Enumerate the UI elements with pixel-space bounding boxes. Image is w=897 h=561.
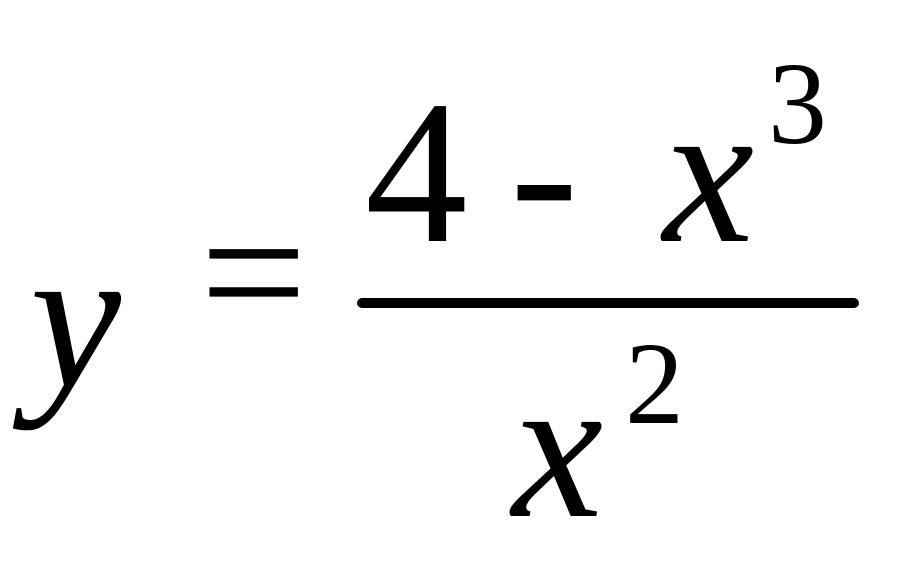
minus-sign: -: [510, 59, 579, 286]
equals-sign: =: [200, 168, 308, 378]
denominator-exponent: 2: [625, 318, 684, 449]
fraction-bar: [357, 298, 859, 308]
denominator-variable: x: [512, 334, 603, 561]
numerator-variable: x: [663, 59, 754, 286]
numerator-constant: 4: [365, 59, 468, 286]
lhs-variable: y: [30, 204, 121, 431]
numerator-exponent: 3: [768, 38, 827, 169]
